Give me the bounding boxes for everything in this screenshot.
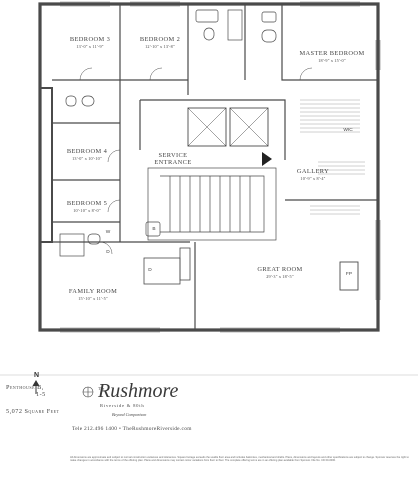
closets	[300, 99, 365, 215]
brand-sub: Riverside & 80th	[100, 403, 145, 408]
brand-the: The	[98, 386, 105, 391]
room-name: Gallery	[296, 168, 330, 175]
compass-label: N	[34, 372, 40, 379]
door-swings	[79, 67, 313, 255]
unit-name: Penthouse B,	[6, 384, 44, 391]
room-dims: 18'-9" x 15'-0"	[318, 58, 346, 63]
room-dims: 29'-3" x 18'-5"	[266, 274, 294, 279]
fireplace	[339, 261, 359, 291]
room-family-room: Family Room 15'-10" x 11'-5"	[58, 288, 128, 301]
brand-name: Rushmore	[98, 380, 179, 402]
bath-label: B	[152, 227, 156, 232]
room-dims: 13'-0" x 11'-9"	[76, 44, 104, 49]
exterior-wall	[38, 2, 380, 332]
logo-emblem-icon	[82, 386, 94, 398]
room-name: Family Room	[68, 288, 118, 295]
windows	[60, 1, 381, 333]
wic-label: WIC	[343, 128, 353, 133]
brand-tagline: Beyond Comparison	[112, 412, 147, 417]
room-name: Bedroom 4	[66, 148, 108, 155]
unit-floors: 1-5	[36, 391, 46, 398]
room-name: Bedroom 5	[66, 200, 108, 207]
entry-arrow-icon	[262, 152, 272, 166]
bath-fixtures	[59, 9, 277, 257]
room-name: Master Bedroom	[299, 50, 365, 57]
interior-walls	[52, 4, 378, 330]
room-gallery: Gallery 10'-9" x 8'-4"	[288, 168, 338, 181]
unit-area: 5,072 Square Feet	[6, 408, 60, 415]
stair	[147, 167, 277, 241]
fireplace-label: FP	[345, 272, 353, 277]
unit-info: Penthouse B, 1-5 5,072 Square Feet	[6, 384, 66, 415]
exterior-wall-west	[40, 87, 53, 243]
contact-line: Tele 212.496 1400 • TheRushmoreRiverside…	[72, 426, 192, 432]
elevators	[187, 107, 269, 147]
room-dims: 12'-10" x 13'-8"	[145, 44, 175, 49]
room-bedroom-2: Bedroom 2 12'-10" x 13'-8"	[128, 36, 192, 49]
room-name: Bedroom 3	[69, 36, 111, 43]
room-dims: 10'-10" x 8'-0"	[73, 208, 101, 213]
room-dims: 10'-9" x 8'-4"	[300, 176, 326, 181]
dryer-label: D	[106, 250, 110, 255]
room-master-bedroom: Master Bedroom 18'-9" x 15'-0"	[290, 50, 374, 63]
service-entrance-label: Service Entrance	[154, 152, 192, 166]
room-bedroom-5: Bedroom 5 10'-10" x 8'-0"	[54, 200, 120, 213]
room-bedroom-4: Bedroom 4 13'-0" x 10'-10"	[54, 148, 120, 161]
north-arrow-icon	[32, 380, 40, 394]
dishwasher-label: D	[148, 268, 152, 273]
room-bedroom-3: Bedroom 3 13'-0" x 11'-9"	[60, 36, 120, 49]
kitchen	[143, 247, 191, 285]
washer-label: W	[105, 230, 111, 235]
room-great-room: Great Room 29'-3" x 18'-5"	[240, 266, 320, 279]
room-name: Bedroom 2	[139, 36, 181, 43]
room-dims: 15'-10" x 11'-5"	[78, 296, 108, 301]
room-name: Great Room	[257, 266, 303, 273]
room-dims: 13'-0" x 10'-10"	[72, 156, 102, 161]
disclaimer: All dimensions are approximate and subje…	[70, 456, 409, 463]
